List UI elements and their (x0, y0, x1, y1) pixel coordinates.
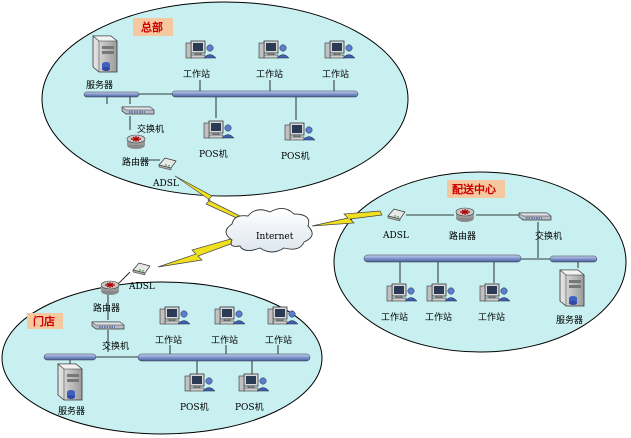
hq-pos-1-label: POS机 (199, 148, 228, 160)
store-pos-1-label: POS机 (180, 401, 209, 413)
distribution-wires (399, 214, 579, 283)
distribution-router-label: 路由器 (449, 230, 476, 242)
store-router-label: 路由器 (93, 302, 120, 314)
store-adsl-icon[interactable] (132, 262, 151, 276)
distribution-internet-link (311, 210, 383, 227)
store-workstation-3-label: 工作站 (265, 334, 292, 346)
store-internet-link (157, 237, 237, 268)
hq-switch-icon[interactable] (121, 106, 155, 115)
hq-network-area (41, 1, 409, 197)
distribution-workstation-2-label: 工作站 (425, 311, 452, 323)
hq-bus-left (83, 91, 140, 98)
hq-wires (106, 80, 335, 161)
store-workstation-3-icon[interactable] (267, 306, 299, 325)
hq-pos-2-label: POS机 (281, 150, 310, 162)
distribution-workstation-1-label: 工作站 (381, 311, 408, 323)
hq-workstation-2-label: 工作站 (256, 68, 283, 80)
distribution-title: 配送中心 (452, 182, 496, 196)
store-wires (69, 271, 279, 374)
distribution-bus-main (363, 254, 522, 263)
store-bus-main (137, 353, 311, 362)
distribution-switch-icon[interactable] (518, 212, 552, 221)
store-router-icon[interactable] (100, 280, 120, 296)
store-adsl-label: ADSL (128, 282, 155, 292)
store-workstation-2-label: 工作站 (211, 334, 238, 346)
distribution-workstation-3-label: 工作站 (478, 311, 505, 323)
hq-server-label: 服务器 (86, 79, 113, 91)
hq-switch-label: 交换机 (137, 123, 164, 135)
hq-bus-main (171, 90, 359, 98)
distribution-server-icon[interactable] (559, 269, 585, 307)
hq-server-icon[interactable] (92, 35, 118, 73)
store-title: 门店 (33, 314, 55, 328)
distribution-server-label: 服务器 (556, 314, 583, 326)
store-server-icon[interactable] (57, 363, 83, 401)
distribution-router-icon[interactable] (455, 207, 475, 223)
store-server-label: 服务器 (58, 405, 85, 417)
internet-cloud: Internet (225, 208, 313, 253)
hq-router-icon[interactable] (126, 134, 146, 150)
distribution-switch-label: 交换机 (535, 230, 562, 242)
hq-title-badge (133, 18, 173, 36)
distribution-bus-right (549, 255, 598, 263)
internet-label: Internet (256, 232, 294, 242)
hq-adsl-label: ADSL (152, 179, 179, 189)
store-switch-label: 交换机 (102, 340, 129, 352)
distribution-title-badge (447, 180, 505, 198)
store-bus-left (43, 353, 97, 361)
hq-workstation-1-label: 工作站 (183, 68, 210, 80)
hq-title: 总部 (141, 20, 163, 34)
store-workstation-1-label: 工作站 (155, 334, 182, 346)
store-pos-2-label: POS机 (235, 401, 264, 413)
distribution-adsl-label: ADSL (382, 231, 409, 241)
store-title-badge (27, 313, 63, 329)
hq-router-label: 路由器 (122, 156, 149, 168)
hq-workstation-3-label: 工作站 (322, 68, 349, 80)
store-switch-icon[interactable] (91, 321, 125, 330)
